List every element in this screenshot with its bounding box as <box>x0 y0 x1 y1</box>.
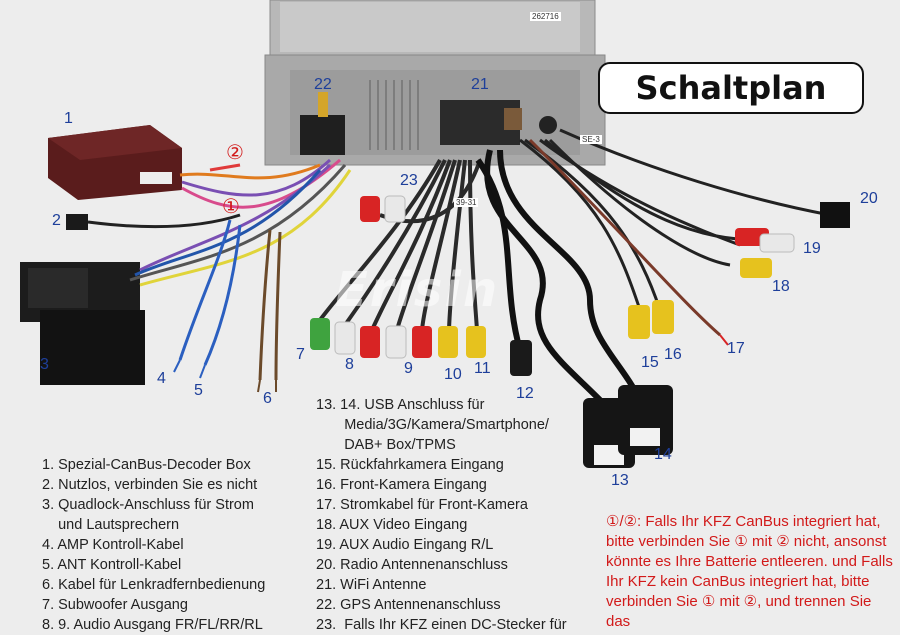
callout-13: 13 <box>611 472 629 489</box>
legend-item: 20. Radio Antennenanschluss <box>316 557 508 573</box>
control-wire-tips <box>173 334 729 393</box>
legend-item: 19. AUX Audio Eingang R/L <box>316 537 494 553</box>
legend-item: 21. WiFi Antenne <box>316 577 427 593</box>
legend-item: 17. Stromkabel für Front-Kamera <box>316 497 528 513</box>
quadlock-connector <box>20 262 145 385</box>
legend-item: 18. AUX Video Eingang <box>316 517 468 533</box>
callout-18: 18 <box>772 278 790 295</box>
legend-item: 1. Spezial-CanBus-Decoder Box <box>42 457 251 473</box>
rca-plugs-right <box>628 202 850 339</box>
callout-12: 12 <box>516 385 534 402</box>
usb-plugs <box>510 340 673 468</box>
legend-item: 23. Falls Ihr KFZ einen DC-Stecker für <box>316 617 567 633</box>
callout-21: 21 <box>471 76 489 93</box>
legend-item: 15. Rückfahrkamera Eingang <box>316 457 504 473</box>
callout-circled-1: ① <box>222 196 240 218</box>
legend-item: DAB+ Box/TPMS <box>316 437 456 453</box>
callout-23: 23 <box>400 172 418 189</box>
legend-item: 6. Kabel für Lenkradfernbedienung <box>42 577 266 593</box>
callout-19: 19 <box>803 240 821 257</box>
legend-item: Media/3G/Kamera/Smartphone/ <box>316 417 549 433</box>
callout-1: 1 <box>64 110 73 127</box>
legend-item: 5. ANT Kontroll-Kabel <box>42 557 182 573</box>
callout-6: 6 <box>263 390 272 407</box>
cable-tag: 39-31 <box>454 198 479 207</box>
callout-3: 3 <box>40 356 49 373</box>
callout-circled-2: ② <box>226 142 244 164</box>
legend-item: 4. AMP Kontroll-Kabel <box>42 537 184 553</box>
callout-4: 4 <box>157 370 166 387</box>
callout-8: 8 <box>345 356 354 373</box>
callout-16: 16 <box>664 346 682 363</box>
erisin-watermark: Erisin <box>335 262 500 318</box>
callout-10: 10 <box>444 366 462 383</box>
callout-5: 5 <box>194 382 203 399</box>
callout-7: 7 <box>296 346 305 363</box>
legend-item: 3. Quadlock-Anschluss für Strom <box>42 497 254 513</box>
wire-harness <box>87 158 352 381</box>
legend-left: 1. Spezial-CanBus-Decoder Box 2. Nutzlos… <box>42 455 265 635</box>
callout-20: 20 <box>860 190 878 207</box>
callout-9: 9 <box>404 360 413 377</box>
cable-tag: SE-3 <box>580 135 602 144</box>
legend-item: 22. GPS Antennenanschluss <box>316 597 501 613</box>
legend-item: 16. Front-Kamera Eingang <box>316 477 487 493</box>
legend-item: 13. 14. USB Anschluss für <box>316 397 485 413</box>
legend-item: und Lautsprechern <box>42 517 180 533</box>
legend-right: 13. 14. USB Anschluss für Media/3G/Kamer… <box>316 395 567 635</box>
diagram-title: Schaltplan <box>598 62 864 114</box>
callout-2: 2 <box>52 212 61 229</box>
callout-15: 15 <box>641 354 659 371</box>
callout-14: 14 <box>654 446 672 463</box>
small-connector <box>66 214 88 230</box>
callout-22: 22 <box>314 76 332 93</box>
canbus-decoder-box <box>48 125 182 200</box>
canbus-warning-note: ①/②: Falls Ihr KFZ CanBus integriert hat… <box>606 513 893 630</box>
callout-17: 17 <box>727 340 745 357</box>
serial-label: 262716 <box>530 12 561 21</box>
legend-item: 8. 9. Audio Ausgang FR/FL/RR/RL <box>42 617 263 633</box>
rca-cables <box>318 159 482 331</box>
callout-11: 11 <box>474 360 491 377</box>
legend-item: 2. Nutzlos, verbinden Sie es nicht <box>42 477 258 493</box>
legend-item: 7. Subwoofer Ausgang <box>42 597 188 613</box>
rca-plugs-left <box>310 195 486 359</box>
usb-cables <box>475 149 643 403</box>
